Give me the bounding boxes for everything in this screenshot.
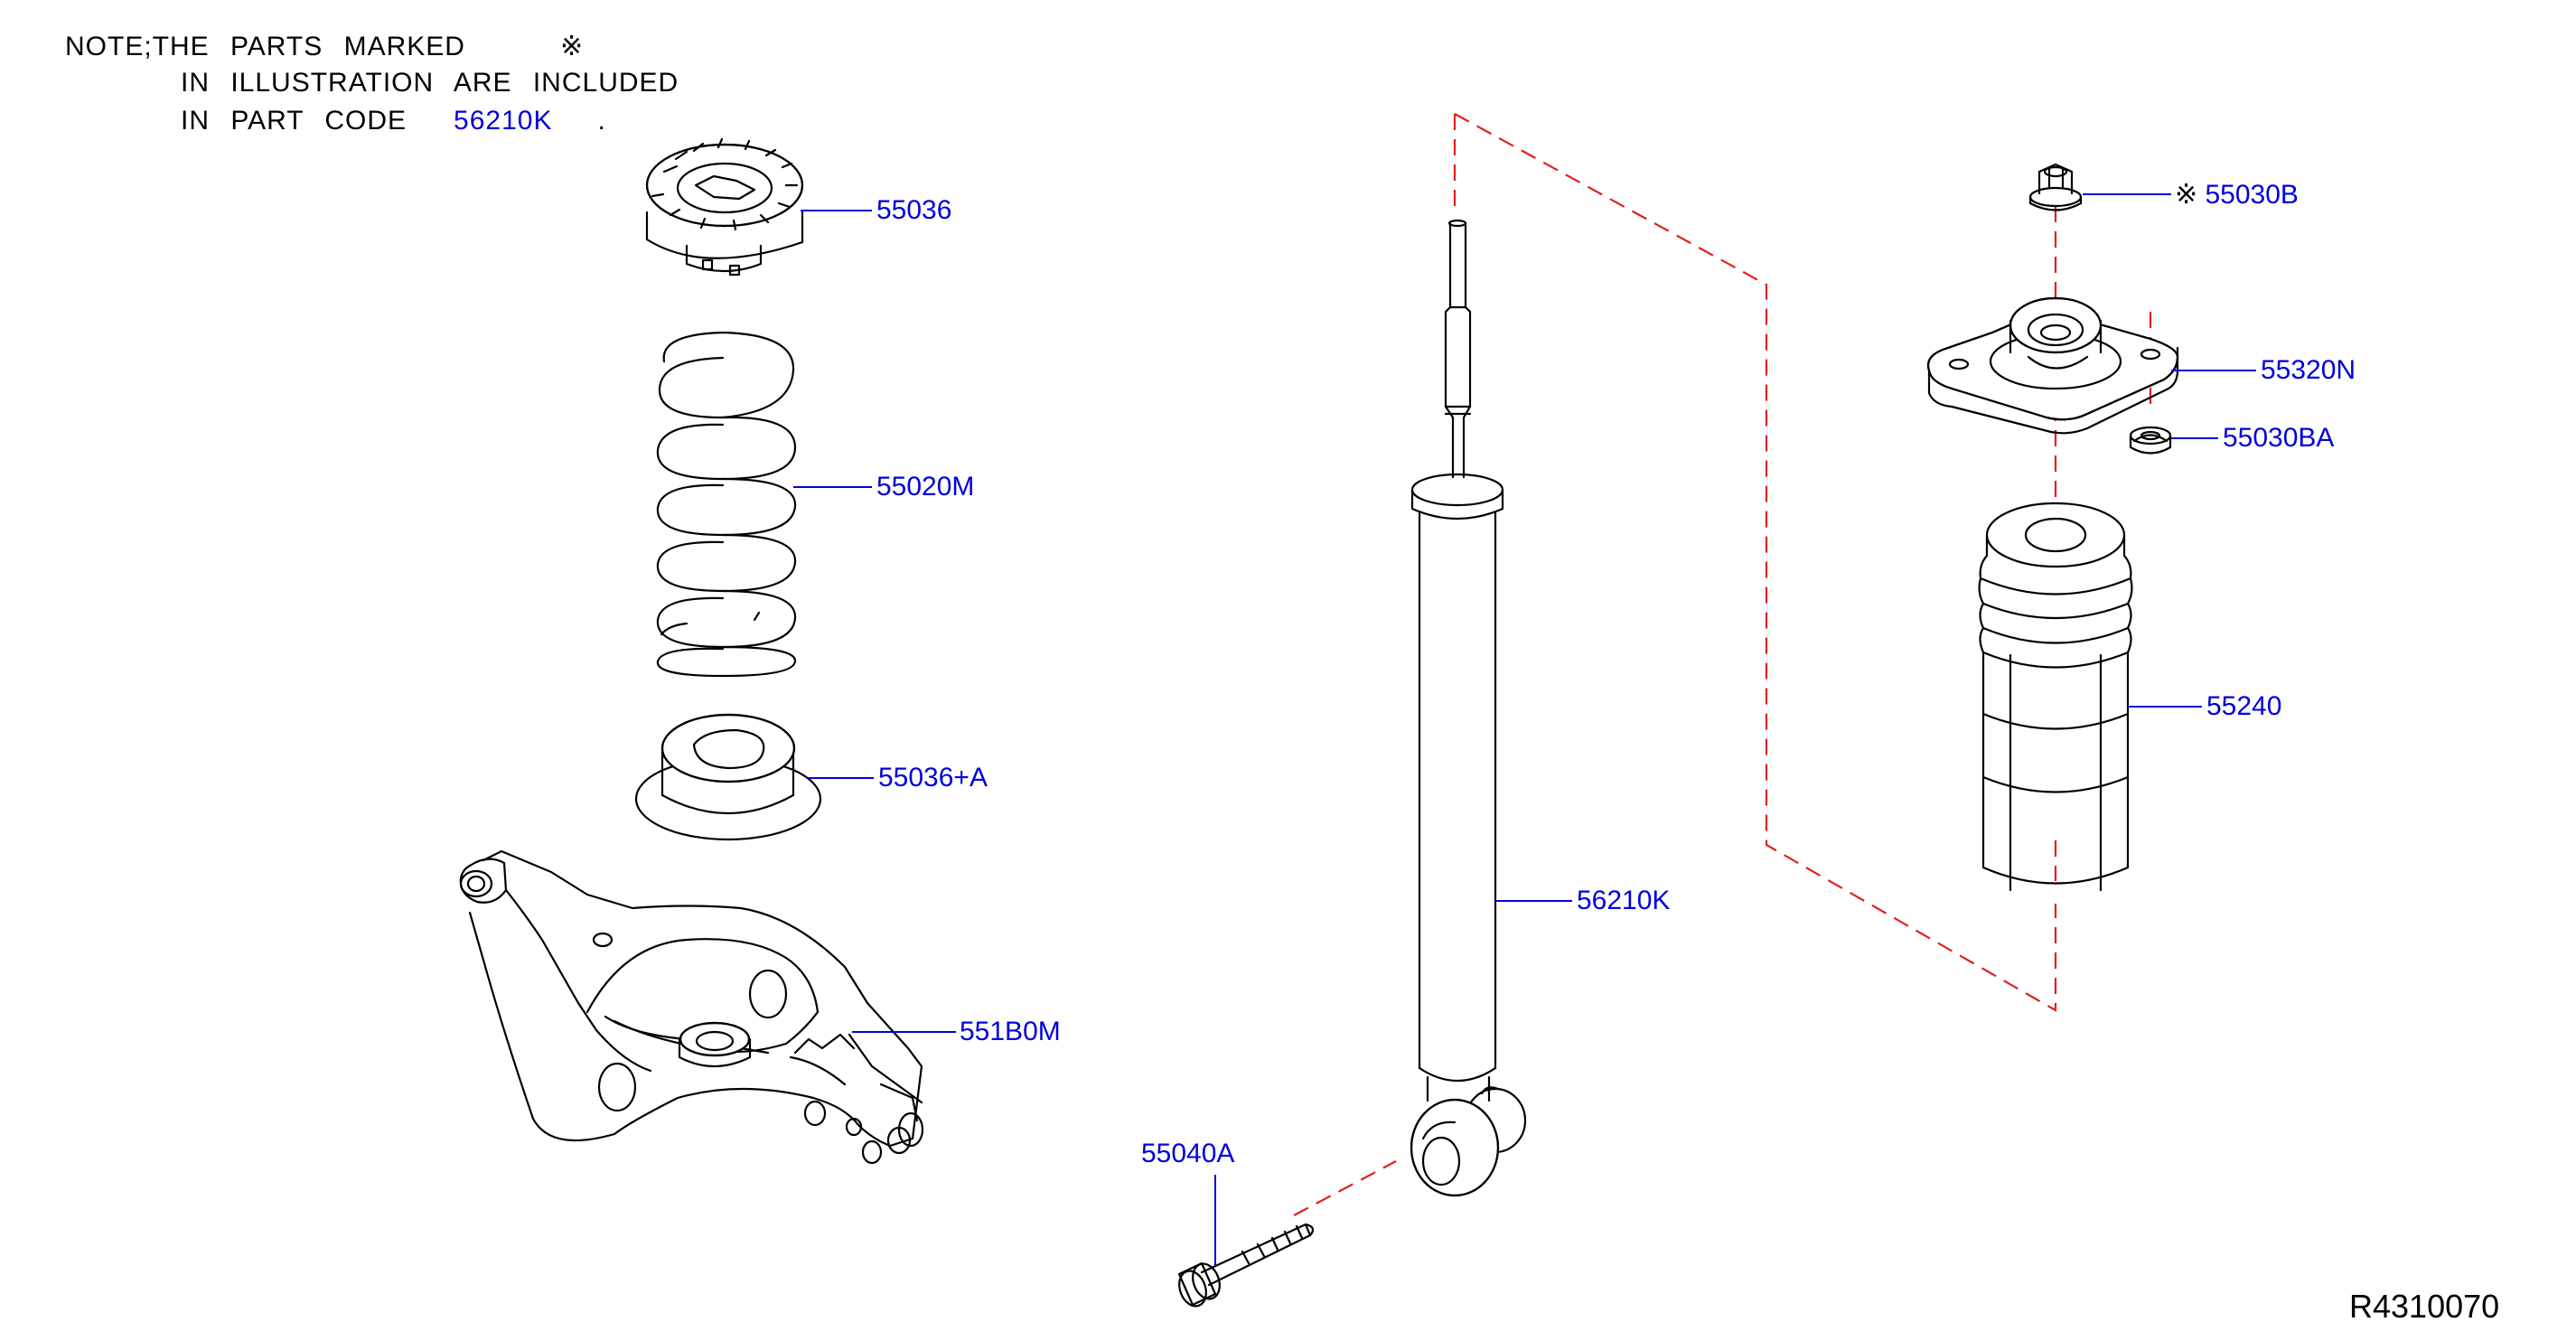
included-mark-symbol: ※ [559,32,585,61]
lower-arm-drawing [459,849,924,1165]
part-label-55020m[interactable]: 55020M [876,472,975,502]
bolt-drawing [1177,1223,1315,1308]
note-line-3-suffix: . [597,106,606,136]
coil-spring-drawing [656,331,797,678]
note-line-3: IN PART CODE 56210K. [181,106,606,136]
part-label-55036[interactable]: 55036 [876,195,952,225]
part-label-55030ba[interactable]: 55030BA [2223,423,2335,453]
assembly-guide-lines [1293,113,2152,1216]
mount-nut-drawing [2129,426,2172,455]
included-mark-symbol: ※ [2175,180,2198,210]
note-line-1: NOTE;THE PARTS MARKED ※ [65,31,584,62]
note-part-code-link[interactable]: 56210K [454,106,553,136]
part-label-55240[interactable]: 55240 [2206,691,2282,721]
part-label-55030b-text: 55030B [2205,180,2299,210]
note-line-1-text: NOTE;THE PARTS MARKED [65,32,465,61]
lower-spring-seat-drawing [634,713,822,841]
label-leader-lines [793,193,2256,1265]
top-nut-drawing [2028,163,2083,211]
bump-stop-boot-drawing [1978,502,2133,892]
note-line-2: IN ILLUSTRATION ARE INCLUDED [181,68,679,98]
part-label-55030b[interactable]: ※ 55030B [2175,179,2299,211]
part-label-55036a[interactable]: 55036+A [878,763,988,792]
diagram-reference-code: R4310070 [2349,1288,2500,1325]
part-label-55040a[interactable]: 55040A [1141,1139,1235,1168]
note-line-3-prefix: IN PART CODE [181,106,407,136]
shock-absorber-drawing [1410,219,1527,1197]
upper-spring-seat-drawing [645,137,804,277]
part-label-551b0m[interactable]: 551B0M [960,1017,1061,1046]
part-label-55320n[interactable]: 55320N [2261,355,2356,385]
strut-mount-drawing [1926,296,2179,435]
part-label-56210k[interactable]: 56210K [1577,886,1671,915]
